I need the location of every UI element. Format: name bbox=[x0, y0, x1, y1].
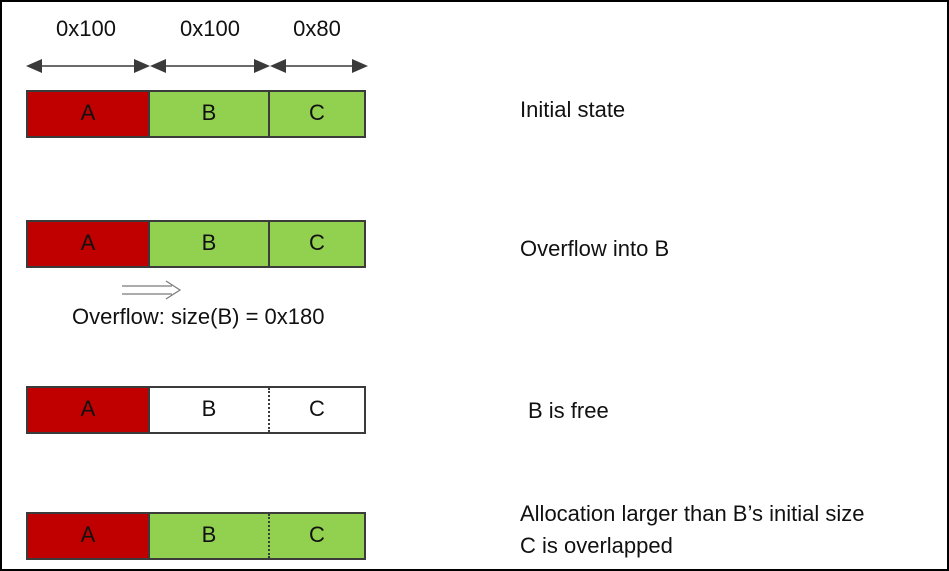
description-overflow: Overflow into B bbox=[520, 233, 669, 265]
description-line: C is overlapped bbox=[520, 533, 673, 558]
chunk-c: C bbox=[270, 222, 364, 266]
chunk-a: A bbox=[28, 388, 150, 432]
size-label-b: 0x100 bbox=[180, 16, 240, 41]
chunk-b-label: B bbox=[201, 230, 217, 255]
chunk-b: B bbox=[150, 388, 270, 432]
memory-bar-overflow: A B C bbox=[26, 220, 366, 268]
chunk-c: C bbox=[270, 514, 364, 558]
chunk-a-label: A bbox=[80, 522, 96, 547]
dimension-arrows bbox=[26, 59, 368, 73]
description-freed: B is free bbox=[528, 395, 609, 427]
chunk-a-label: A bbox=[80, 230, 96, 255]
dimension-arrowhead bbox=[254, 59, 270, 73]
size-label-a: 0x100 bbox=[56, 16, 116, 41]
dimension-arrowhead bbox=[134, 59, 150, 73]
chunk-a: A bbox=[28, 514, 150, 558]
dimension-arrowhead bbox=[26, 59, 42, 73]
chunk-c-label: C bbox=[309, 230, 325, 255]
description-line: Allocation larger than B’s initial size bbox=[520, 501, 865, 526]
memory-bar-freed: A B C bbox=[26, 386, 366, 434]
memory-bar-overlapped: A B C bbox=[26, 512, 366, 560]
chunk-a: A bbox=[28, 222, 150, 266]
description-line: Overflow into B bbox=[520, 236, 670, 261]
chunk-a-label: A bbox=[80, 100, 96, 125]
dimension-arrowhead bbox=[150, 59, 166, 73]
chunk-b: B bbox=[150, 514, 270, 558]
dimension-arrowhead bbox=[270, 59, 286, 73]
description-line: B is free bbox=[528, 398, 609, 423]
chunk-b-label: B bbox=[201, 100, 217, 125]
size-label-c: 0x80 bbox=[293, 16, 341, 41]
chunk-c-label: C bbox=[309, 100, 325, 125]
overflow-arrow-icon bbox=[122, 280, 182, 300]
chunk-b-label: B bbox=[201, 522, 217, 547]
chunk-c: C bbox=[270, 92, 364, 136]
description-initial: Initial state bbox=[520, 94, 625, 126]
chunk-c-label: C bbox=[309, 522, 325, 547]
description-overlapped: Allocation larger than B’s initial size … bbox=[520, 498, 864, 562]
chunk-c-label: C bbox=[309, 396, 325, 421]
chunk-b: B bbox=[150, 92, 270, 136]
dimension-arrowhead bbox=[352, 59, 368, 73]
chunk-c: C bbox=[270, 388, 364, 432]
overflow-caption: Overflow: size(B) = 0x180 bbox=[72, 304, 325, 329]
description-line: Initial state bbox=[520, 97, 626, 122]
chunk-b: B bbox=[150, 222, 270, 266]
chunk-a: A bbox=[28, 92, 150, 136]
chunk-b-label: B bbox=[201, 396, 217, 421]
chunk-a-label: A bbox=[80, 396, 96, 421]
memory-bar-initial: A B C bbox=[26, 90, 366, 138]
